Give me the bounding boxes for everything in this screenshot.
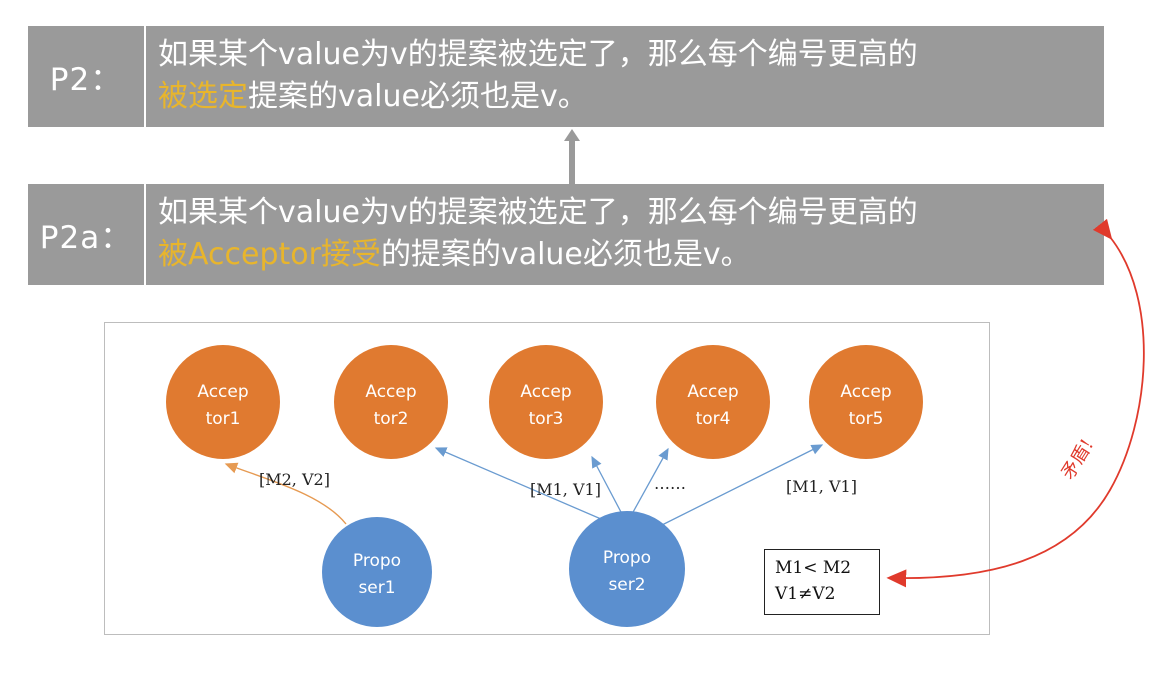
arrow-p2-to-a5 <box>661 444 824 526</box>
p2a-line1: 如果某个value为v的提案被选定了，那么每个编号更高的 <box>158 195 918 230</box>
p2a-text: 如果某个value为v的提案被选定了，那么每个编号更高的 被Acceptor接受… <box>158 192 1092 276</box>
p2a-label: P2a： <box>28 184 146 285</box>
p2-text: 如果某个value为v的提案被选定了，那么每个编号更高的 被选定提案的value… <box>158 34 1092 118</box>
acceptor-1: Accep tor1 <box>166 345 280 459</box>
message-m1-v1-left: [M1, V1] <box>530 480 601 499</box>
acceptor-3: Accep tor3 <box>489 345 603 459</box>
arrow-p2-to-a3 <box>591 455 623 515</box>
p2-line1: 如果某个value为v的提案被选定了，那么每个编号更高的 <box>158 37 918 72</box>
p2-line2-rest: 提案的value必须也是v。 <box>248 79 588 114</box>
acceptor-1-line1: Accep <box>197 382 248 402</box>
up-arrow-icon <box>564 129 580 184</box>
acceptor-3-line2: tor3 <box>529 409 564 429</box>
condition-box: M1< M2 V1≠V2 <box>764 549 880 615</box>
p2a-highlight: 被Acceptor接受 <box>158 237 381 272</box>
p2a-line2-rest: 的提案的value必须也是v。 <box>380 237 751 272</box>
message-m1-v1-right: [M1, V1] <box>786 477 857 496</box>
acceptor-3-line1: Accep <box>520 382 571 402</box>
proposer-1-line1: Propo <box>353 551 401 571</box>
proposer-1-line2: ser1 <box>358 578 395 598</box>
p2a-statement-bar: P2a： 如果某个value为v的提案被选定了，那么每个编号更高的 被Accep… <box>28 184 1104 285</box>
proposer-2-line1: Propo <box>603 548 651 568</box>
arrow-p1-to-a1 <box>224 462 347 525</box>
acceptor-5-line1: Accep <box>840 382 891 402</box>
acceptor-2: Accep tor2 <box>334 345 448 459</box>
p2-label: P2： <box>28 26 146 127</box>
acceptor-5-line2: tor5 <box>849 409 884 429</box>
proposer-2-line2: ser2 <box>608 575 645 595</box>
p2-statement-bar: P2： 如果某个value为v的提案被选定了，那么每个编号更高的 被选定提案的v… <box>28 26 1104 127</box>
message-m2-v2: [M2, V2] <box>259 470 330 489</box>
acceptor-1-line2: tor1 <box>206 409 241 429</box>
acceptor-4: Accep tor4 <box>656 345 770 459</box>
p2-line2: 被选定提案的value必须也是v。 <box>158 76 1092 118</box>
acceptor-2-line1: Accep <box>365 382 416 402</box>
arrow-p2-to-a4 <box>631 447 669 515</box>
proposer-1: Propo ser1 <box>322 517 432 627</box>
condition-line2: V1≠V2 <box>775 584 836 604</box>
acceptor-2-line2: tor2 <box>374 409 409 429</box>
proposer-2: Propo ser2 <box>569 511 685 627</box>
contradiction-arrow <box>886 218 1145 588</box>
p2a-line2: 被Acceptor接受的提案的value必须也是v。 <box>158 234 1092 276</box>
acceptor-5: Accep tor5 <box>809 345 923 459</box>
p2-highlight: 被选定 <box>158 79 248 114</box>
condition-line1: M1< M2 <box>775 558 852 578</box>
arrow-p2-to-a2 <box>434 447 609 523</box>
acceptor-4-line1: Accep <box>687 382 738 402</box>
message-dots: …… <box>654 474 686 493</box>
acceptor-4-line2: tor4 <box>696 409 731 429</box>
